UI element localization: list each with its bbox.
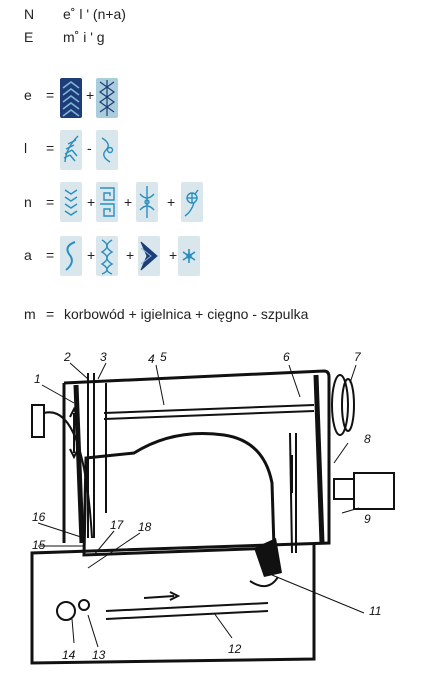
eq-e-var: e xyxy=(24,87,32,103)
label-16: 16 xyxy=(32,510,46,524)
label-3: 3 xyxy=(100,350,107,364)
diamond-lattice-icon xyxy=(96,78,118,118)
label-8: 8 xyxy=(364,432,371,446)
eq-a-op-1: + xyxy=(87,247,96,263)
label-18: 18 xyxy=(138,520,152,534)
s-curve-icon xyxy=(60,236,82,276)
label-6: 6 xyxy=(283,350,290,364)
wave-stitch-icon xyxy=(96,130,118,170)
braid-stitch-icon xyxy=(96,236,118,276)
flower-stitch-icon xyxy=(181,182,203,222)
eq-a-op-2: + xyxy=(126,247,135,263)
label-12: 12 xyxy=(228,642,242,656)
sewing-machine-diagram: 1 2 3 4 5 6 7 8 9 11 12 13 14 15 16 17 1… xyxy=(30,350,395,665)
greek-key-icon xyxy=(96,182,118,222)
eq-l-var: l xyxy=(24,140,28,156)
label-1: 1 xyxy=(34,372,41,386)
eq-n-op-1: + xyxy=(87,194,96,210)
label-11: 11 xyxy=(369,604,381,618)
eq-l-equals: = xyxy=(46,140,55,156)
eq-l-op-1: - xyxy=(87,140,92,156)
label-4: 4 xyxy=(148,352,155,366)
label-14: 14 xyxy=(62,648,76,662)
eq-e-equals: = xyxy=(46,87,55,103)
dark-chevron-icon xyxy=(60,78,82,118)
arrow-stitch-icon xyxy=(138,236,160,276)
eq-e-op-1: + xyxy=(86,87,95,103)
eq-n-var: n xyxy=(24,194,32,210)
label-2: 2 xyxy=(63,350,71,364)
eq-n-op-3: + xyxy=(167,194,176,210)
leaf-stitch-icon xyxy=(60,130,82,170)
label-17: 17 xyxy=(110,518,125,532)
header-row-1-letter: N xyxy=(24,6,35,22)
header-row-1-formula: e˚ l ' (n+a) xyxy=(63,6,126,22)
eq-a-var: a xyxy=(24,247,32,263)
cross-stitch-icon xyxy=(136,182,158,222)
eq-a-op-3: + xyxy=(169,247,178,263)
label-9: 9 xyxy=(364,512,371,526)
label-7: 7 xyxy=(354,350,362,364)
eq-m-text: korbowód + igielnica + cięgno - szpulka xyxy=(64,306,309,322)
eq-m-equals: = xyxy=(46,306,55,322)
label-13: 13 xyxy=(92,648,106,662)
eq-n-op-2: + xyxy=(124,194,133,210)
eq-n-equals: = xyxy=(46,194,55,210)
snowflake-icon xyxy=(178,236,200,276)
eq-m-var: m xyxy=(24,306,36,322)
zigzag-column-icon xyxy=(60,182,82,222)
header-row-2-formula: m˚ i ' g xyxy=(63,29,105,45)
eq-a-equals: = xyxy=(46,247,55,263)
label-15: 15 xyxy=(32,538,46,552)
header-row-2-letter: E xyxy=(24,29,34,45)
label-5: 5 xyxy=(160,350,167,364)
